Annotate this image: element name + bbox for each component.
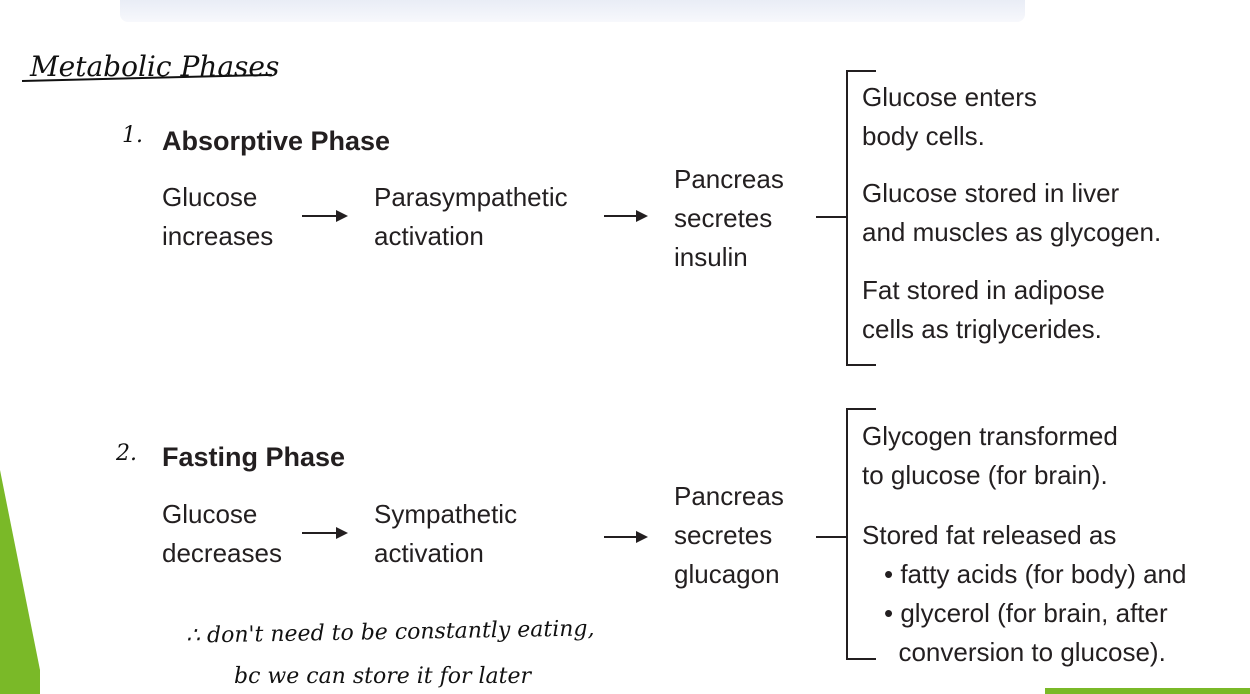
- absorptive-step-glucose: Glucose increases: [162, 178, 273, 256]
- page-title: Metabolic Phases: [30, 50, 280, 83]
- fasting-result-2-line4: conversion to glucose).: [884, 637, 1166, 667]
- absorptive-result-1-line2: body cells.: [862, 121, 985, 151]
- fasting-step-activation-line1: Sympathetic: [374, 499, 518, 529]
- fasting-result-2-line1: Stored fat released as: [862, 520, 1117, 550]
- fasting-step-pancreas-line2: secretes: [674, 520, 773, 550]
- absorptive-bracket-tick: [816, 216, 846, 218]
- absorptive-result-3-line1: Fat stored in adipose: [862, 275, 1105, 305]
- handwritten-note-line2: bc we can store it for later: [234, 664, 532, 689]
- absorptive-result-2: Glucose stored in liver and muscles as g…: [862, 174, 1161, 252]
- fasting-arrow-2: [604, 531, 648, 543]
- fasting-step-glucose-line1: Glucose: [162, 499, 258, 529]
- fasting-result-2-line2: • fatty acids (for body) and: [884, 559, 1187, 589]
- absorptive-result-3-line2: cells as triglycerides.: [862, 314, 1102, 344]
- absorptive-step-pancreas-line1: Pancreas: [674, 164, 784, 194]
- fasting-step-activation-line2: activation: [374, 538, 484, 568]
- absorptive-heading: Absorptive Phase: [162, 126, 391, 156]
- absorptive-step-activation-line1: Parasympathetic: [374, 182, 568, 212]
- absorptive-bracket: [846, 70, 876, 366]
- fasting-step-pancreas-line1: Pancreas: [674, 481, 784, 511]
- absorptive-step-activation: Parasympathetic activation: [374, 178, 568, 256]
- fasting-arrow-1: [302, 527, 348, 539]
- green-accent-bar: [1045, 688, 1250, 694]
- fasting-step-glucose-line2: decreases: [162, 538, 282, 568]
- top-faded-strip: [120, 0, 1025, 22]
- green-accent-triangle: [0, 470, 40, 694]
- fasting-result-1-line1: Glycogen transformed: [862, 421, 1118, 451]
- fasting-bracket: [846, 408, 876, 660]
- absorptive-arrow-2: [604, 210, 648, 222]
- fasting-bracket-tick: [816, 536, 846, 538]
- absorptive-step-glucose-line2: increases: [162, 221, 274, 251]
- fasting-result-1-line2: to glucose (for brain).: [862, 460, 1108, 490]
- fasting-step-pancreas: Pancreas secretes glucagon: [674, 477, 784, 594]
- fasting-step-pancreas-line3: glucagon: [674, 559, 780, 589]
- absorptive-step-glucose-line1: Glucose: [162, 182, 258, 212]
- absorptive-arrow-1: [302, 210, 348, 222]
- fasting-heading: Fasting Phase: [162, 442, 346, 472]
- fasting-step-activation: Sympathetic activation: [374, 495, 517, 573]
- fasting-result-2-line3: • glycerol (for brain, after: [884, 598, 1168, 628]
- fasting-result-2: Stored fat released as • fatty acids (fo…: [862, 516, 1186, 672]
- absorptive-result-2-line1: Glucose stored in liver: [862, 178, 1120, 208]
- absorptive-step-activation-line2: activation: [374, 221, 484, 251]
- absorptive-result-3: Fat stored in adipose cells as triglycer…: [862, 271, 1105, 349]
- absorptive-number: 1.: [122, 123, 143, 148]
- absorptive-result-2-line2: and muscles as glycogen.: [862, 217, 1162, 247]
- absorptive-result-1: Glucose enters body cells.: [862, 78, 1037, 156]
- absorptive-result-1-line1: Glucose enters: [862, 82, 1037, 112]
- absorptive-step-pancreas: Pancreas secretes insulin: [674, 160, 784, 277]
- fasting-number: 2.: [116, 441, 137, 466]
- fasting-step-glucose: Glucose decreases: [162, 495, 282, 573]
- handwritten-note-line1: ∴ don't need to be constantly eating,: [185, 616, 595, 649]
- fasting-result-1: Glycogen transformed to glucose (for bra…: [862, 417, 1118, 495]
- absorptive-step-pancreas-line2: secretes: [674, 203, 773, 233]
- absorptive-step-pancreas-line3: insulin: [674, 242, 748, 272]
